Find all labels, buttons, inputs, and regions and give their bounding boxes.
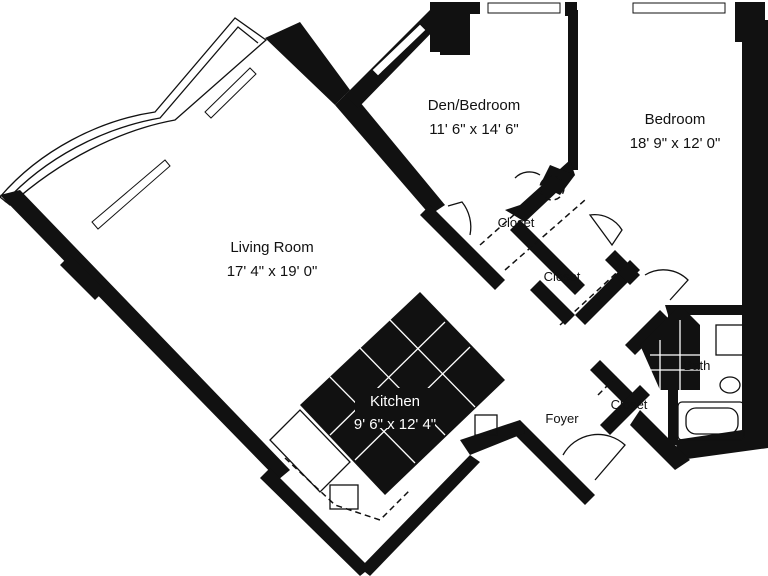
- living-room-name: Living Room: [230, 239, 313, 256]
- den-bedroom-name: Den/Bedroom: [428, 97, 521, 114]
- bedroom-dims: 18' 9" x 12' 0": [630, 135, 721, 152]
- foyer-label: Foyer: [545, 411, 579, 426]
- closet-hall-label: Closet: [544, 269, 581, 284]
- bedroom: Bedroom 18' 9" x 12' 0": [630, 111, 721, 152]
- door-swings: [447, 171, 689, 481]
- living-room-dims: 17' 4" x 19' 0": [227, 263, 318, 280]
- bedroom-name: Bedroom: [645, 111, 706, 128]
- closet-den-label: Closet: [498, 215, 535, 230]
- closet-rods: [479, 199, 626, 396]
- bath-floor: [640, 305, 745, 441]
- den-bedroom-dims: 11' 6" x 14' 6": [429, 121, 519, 138]
- bath-label: Bath: [684, 358, 711, 373]
- balcony: [0, 17, 268, 206]
- kitchen-name: Kitchen: [370, 393, 420, 410]
- kitchen: Kitchen 9' 6" x 12' 4": [354, 388, 436, 433]
- kitchen-dims: 9' 6" x 12' 4": [354, 416, 436, 433]
- den-bedroom: Den/Bedroom 11' 6" x 14' 6": [428, 97, 521, 138]
- closet-foyer-label: Closet: [611, 397, 648, 412]
- living-room: Living Room 17' 4" x 19' 0": [227, 239, 318, 280]
